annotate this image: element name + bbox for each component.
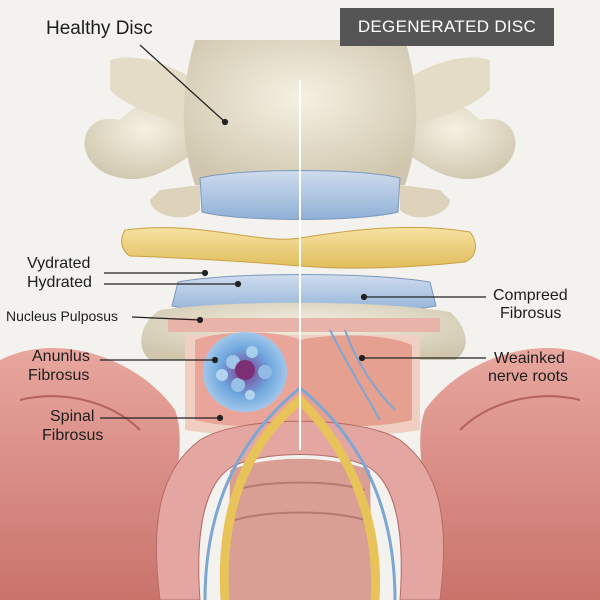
- anunlus-label-line2: Fibrosus: [28, 367, 90, 384]
- left-muscle: [0, 348, 180, 600]
- weainked-label-line2: nerve roots: [488, 368, 569, 385]
- degenerated-disc-badge: DEGENERATED DISC: [340, 8, 554, 46]
- lower-bone-base: [228, 458, 372, 600]
- compreed-label-line2: Fibrosus: [500, 305, 562, 322]
- nucleus-pulposus-label: Nucleus Pulposus: [6, 308, 119, 324]
- leader-lines: [100, 44, 486, 422]
- yellow-disc: [121, 226, 476, 269]
- spinal-label-line1: Spinal: [50, 408, 95, 425]
- vydrated-label: Vydrated: [27, 255, 91, 272]
- right-muscle: [420, 348, 600, 600]
- nerve-blue-right: [299, 386, 397, 600]
- spinal-label-line2: Fibrosus: [42, 427, 104, 444]
- anunlus-label-line1: Anunlus: [32, 348, 90, 365]
- nerve-blue-left: [203, 386, 301, 600]
- compreed-label-line1: Compreed: [493, 287, 568, 304]
- weainked-label-line1: Weainked: [494, 350, 565, 367]
- disc-cross-section: [185, 332, 420, 438]
- hydrated-label: Hydrated: [27, 274, 92, 291]
- healthy-disc-label: Healthy Disc: [46, 18, 153, 39]
